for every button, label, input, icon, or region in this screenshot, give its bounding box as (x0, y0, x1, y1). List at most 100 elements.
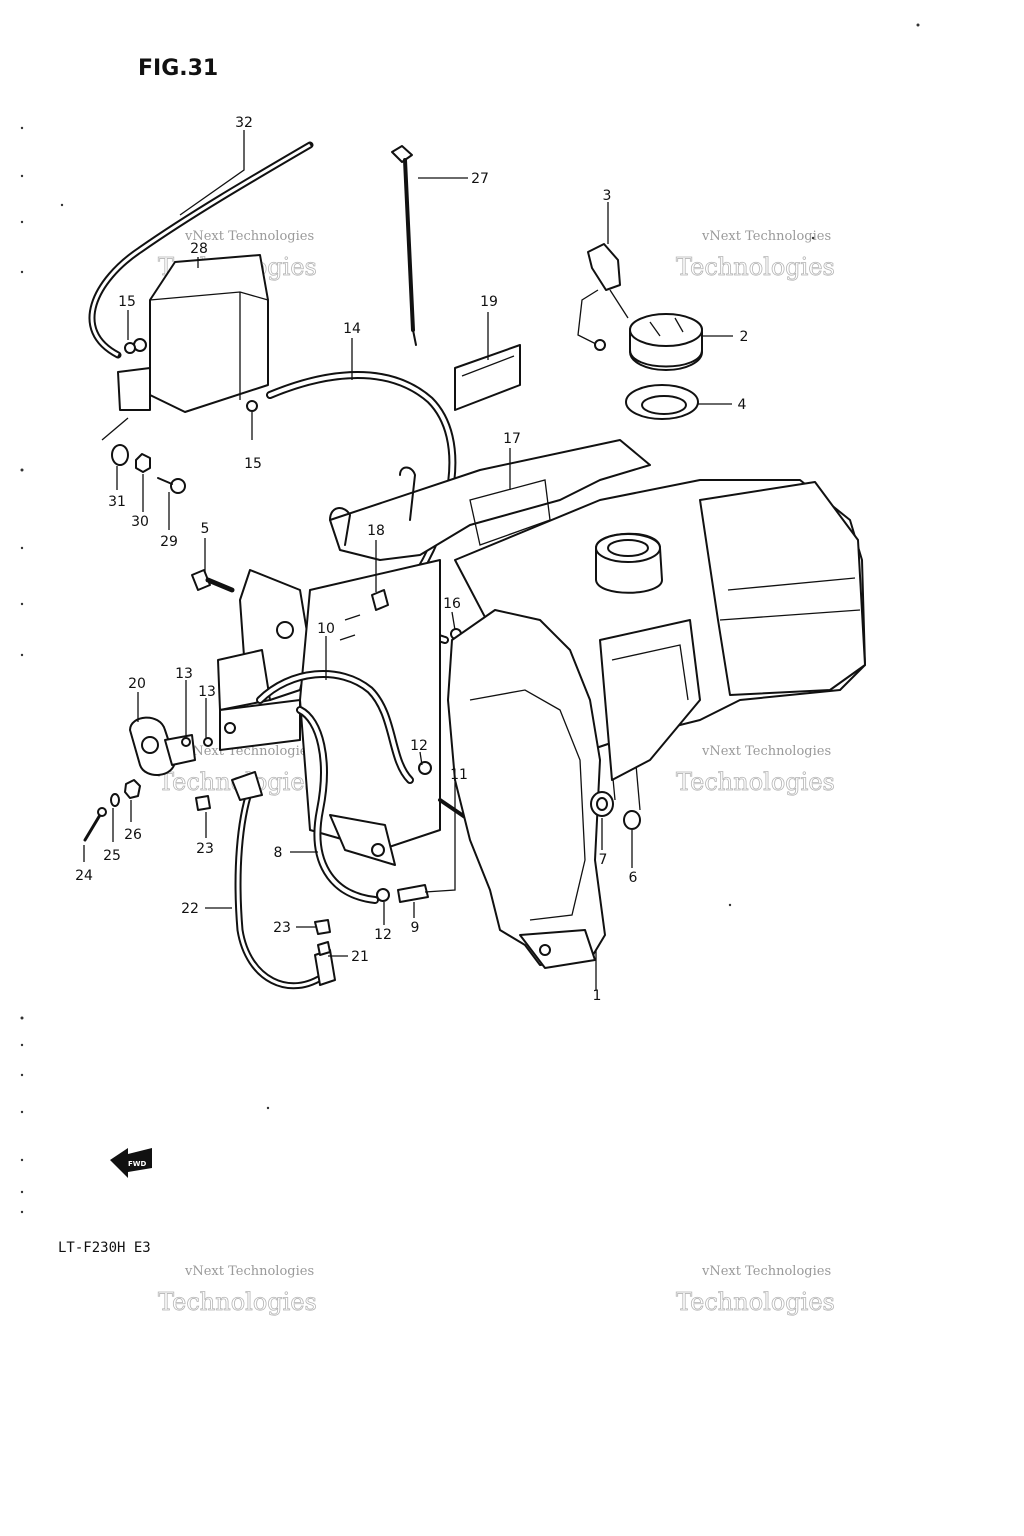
bracket-hook (329, 507, 351, 546)
callout-9: 9 (411, 920, 420, 936)
watermark-outline: Technologies (676, 1288, 835, 1316)
figure-title: FIG.31 (138, 56, 218, 81)
callout-12b: 12 (374, 927, 392, 943)
callout-17: 17 (503, 431, 521, 447)
callout-24: 24 (75, 868, 93, 884)
part-18-bolt (371, 589, 389, 611)
part-26-nut (124, 779, 141, 799)
fwd-arrow-icon: FWD (110, 1148, 152, 1178)
callout-13b: 13 (198, 684, 216, 700)
part-9-hose (397, 884, 429, 903)
part-19-pad-edge (461, 355, 515, 377)
part-12-clamp (376, 888, 390, 902)
part-15-clamp (124, 342, 136, 354)
part-3-clip (577, 243, 629, 351)
callout-1: 1 (593, 988, 602, 1004)
watermark-bottom-left: vNext Technologies Technologies (158, 1264, 318, 1316)
callout-7: 7 (599, 852, 608, 868)
part-28-canister (117, 254, 269, 413)
callout-16: 16 (443, 596, 461, 612)
part-5-bolt (191, 569, 235, 593)
leader-32 (179, 130, 245, 216)
leader-16 (451, 611, 456, 631)
callout-20: 20 (128, 676, 146, 692)
callout-25: 25 (103, 848, 121, 864)
part-1-fuel-tank (447, 479, 866, 969)
model-label: LT-F230H E3 (58, 1240, 151, 1256)
callout-18: 18 (367, 523, 385, 539)
watermark-text: vNext Technologies (184, 1264, 314, 1279)
watermark-text: vNext Technologies (701, 1264, 831, 1279)
leader-11 (424, 782, 456, 893)
watermark-text: vNext Technologies (184, 229, 314, 244)
part-21-plug (314, 941, 336, 986)
part-8-hose-inner (298, 708, 377, 902)
callout-19: 19 (480, 294, 498, 310)
callout-13a: 13 (175, 666, 193, 682)
part-25-washer (110, 793, 120, 807)
callout-23a: 23 (196, 841, 214, 857)
callout-15b: 15 (244, 456, 262, 472)
callout-6: 6 (629, 870, 638, 886)
part-12-clamp (418, 761, 432, 775)
watermark-text: vNext Technologies (701, 229, 831, 244)
leader-31-28 (101, 417, 129, 441)
callout-29: 29 (160, 534, 178, 550)
callout-22: 22 (181, 901, 199, 917)
part-27-lead (391, 145, 417, 346)
callout-2: 2 (740, 329, 749, 345)
frame-center-slot (339, 614, 361, 641)
callout-14: 14 (343, 321, 361, 337)
watermark-outline: Technologies (676, 253, 835, 281)
bracket-hook (399, 466, 416, 521)
callout-5: 5 (201, 521, 210, 537)
part-7-grommet (590, 791, 614, 817)
scan-specks (20, 23, 920, 1214)
part-10-hose-inner (258, 672, 412, 782)
callout-26: 26 (124, 827, 142, 843)
callout-labels: 1 2 3 4 5 6 7 8 9 10 11 12 12 13 13 14 1… (75, 115, 748, 1004)
watermark-top-right: vNext Technologies Technologies (676, 229, 836, 281)
part-29-bolt (157, 477, 186, 494)
part-13-clamp (181, 737, 191, 747)
part-13-clamp (203, 737, 213, 747)
watermark-text: vNext Technologies (701, 744, 831, 759)
callout-30: 30 (131, 514, 149, 530)
callout-4: 4 (738, 397, 747, 413)
part-19-pad (454, 344, 521, 411)
watermark-mid-right: vNext Technologies Technologies (676, 744, 836, 796)
callout-3: 3 (603, 188, 612, 204)
callout-10: 10 (317, 621, 335, 637)
watermark-outline: Technologies (676, 768, 835, 796)
callout-23b: 23 (273, 920, 291, 936)
callout-27: 27 (471, 171, 489, 187)
part-4-gasket (625, 384, 699, 420)
callout-21: 21 (351, 949, 369, 965)
fwd-label: FWD (128, 1160, 147, 1168)
callout-8: 8 (274, 845, 283, 861)
part-2-fuel-cap (629, 313, 703, 371)
frame-left-bracket (217, 569, 311, 751)
watermark-outline: Technologies (158, 1288, 317, 1316)
part-23-clip (314, 919, 331, 935)
callout-32: 32 (235, 115, 253, 131)
part-22-fitting (231, 771, 263, 801)
watermark-text: vNext Technologies (184, 744, 314, 759)
watermark-bottom-right: vNext Technologies Technologies (676, 1264, 836, 1316)
callout-28: 28 (190, 241, 208, 257)
part-23-clip (195, 795, 211, 811)
part-22-hose-inner (236, 788, 327, 988)
callout-31: 31 (108, 494, 126, 510)
part-31-washer (111, 444, 129, 466)
part-32-hose-inner (90, 143, 311, 357)
part-6-cushion (623, 810, 641, 830)
leader-lines (83, 130, 733, 990)
part-24-screw (83, 807, 107, 842)
callout-15a: 15 (118, 294, 136, 310)
callout-12a: 12 (410, 738, 428, 754)
part-30-nut (135, 453, 151, 473)
frame-lower-hole (371, 843, 385, 857)
part-15-clamp (246, 400, 258, 412)
leader-12a (419, 751, 423, 766)
